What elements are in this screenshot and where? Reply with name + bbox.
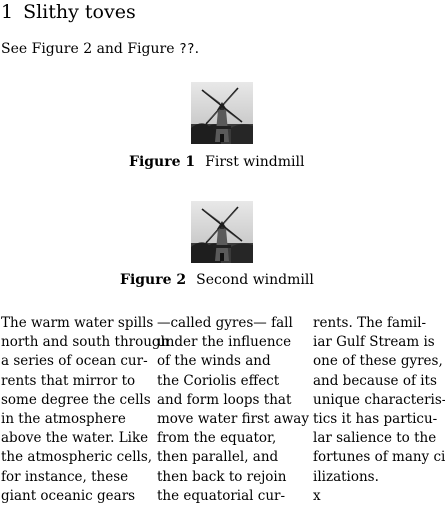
- text-line: iar Gulf Stream is: [313, 334, 435, 351]
- text-line: for instance, these: [1, 468, 129, 485]
- text-line: from the equator,: [157, 430, 277, 447]
- text-line: rents. The famil-: [313, 315, 427, 331]
- text-line: the atmospheric cells,: [1, 449, 153, 466]
- text-line: x: [313, 487, 321, 504]
- figure-1-label: Figure 1: [129, 154, 196, 170]
- text-line: fortunes of many civ-: [313, 449, 445, 466]
- text-line: north and south through: [1, 334, 170, 351]
- text-line: and form loops that: [157, 391, 292, 408]
- text-line: move water first away: [157, 411, 309, 427]
- figure-2-label: Figure 2: [120, 272, 187, 288]
- text-line: —called gyres— fall: [157, 315, 293, 331]
- text-line: in the atmosphere: [1, 411, 126, 427]
- figure-1-text: First windmill: [205, 154, 305, 170]
- section-heading: 1 Slithy toves: [1, 0, 136, 24]
- figure-2-text: Second windmill: [196, 272, 314, 288]
- text-line: rents that mirror to: [1, 372, 136, 389]
- intro-paragraph: See Figure 2 and Figure ??.: [1, 40, 199, 59]
- text-line: then parallel, and: [157, 449, 279, 466]
- text-line: the equatorial cur-: [157, 487, 286, 504]
- text-line: unique characteris-: [313, 391, 445, 408]
- intro-end: .: [194, 41, 200, 57]
- text-line: above the water. Like: [1, 430, 149, 447]
- figure-1-caption: Figure 1 First windmill: [129, 153, 304, 171]
- text-line: giant oceanic gears: [1, 487, 136, 504]
- text-line: tics it has particu-: [313, 411, 438, 427]
- text-line: of the winds and: [157, 353, 271, 370]
- text-line: under the influence: [157, 334, 292, 351]
- text-line: lar salience to the: [313, 430, 437, 447]
- text-line: ilizations.: [313, 468, 379, 485]
- windmill-image-1: [191, 82, 253, 144]
- section-number: 1: [1, 1, 14, 23]
- text-line: some degree the cells: [1, 391, 151, 408]
- windmill-image-2: [191, 201, 253, 263]
- text-line: the Coriolis effect: [157, 372, 280, 389]
- text-line: The warm water spills: [1, 315, 154, 331]
- missing-reference: ??: [178, 42, 195, 57]
- intro-text: See Figure 2 and Figure: [1, 41, 179, 57]
- text-line: then back to rejoin: [157, 468, 287, 485]
- section-title: Slithy toves: [23, 1, 136, 23]
- figure-2-caption: Figure 2 Second windmill: [120, 271, 314, 289]
- text-line: a series of ocean cur-: [1, 353, 148, 370]
- text-line: one of these gyres,: [313, 353, 443, 370]
- text-line: and because of its: [313, 372, 437, 389]
